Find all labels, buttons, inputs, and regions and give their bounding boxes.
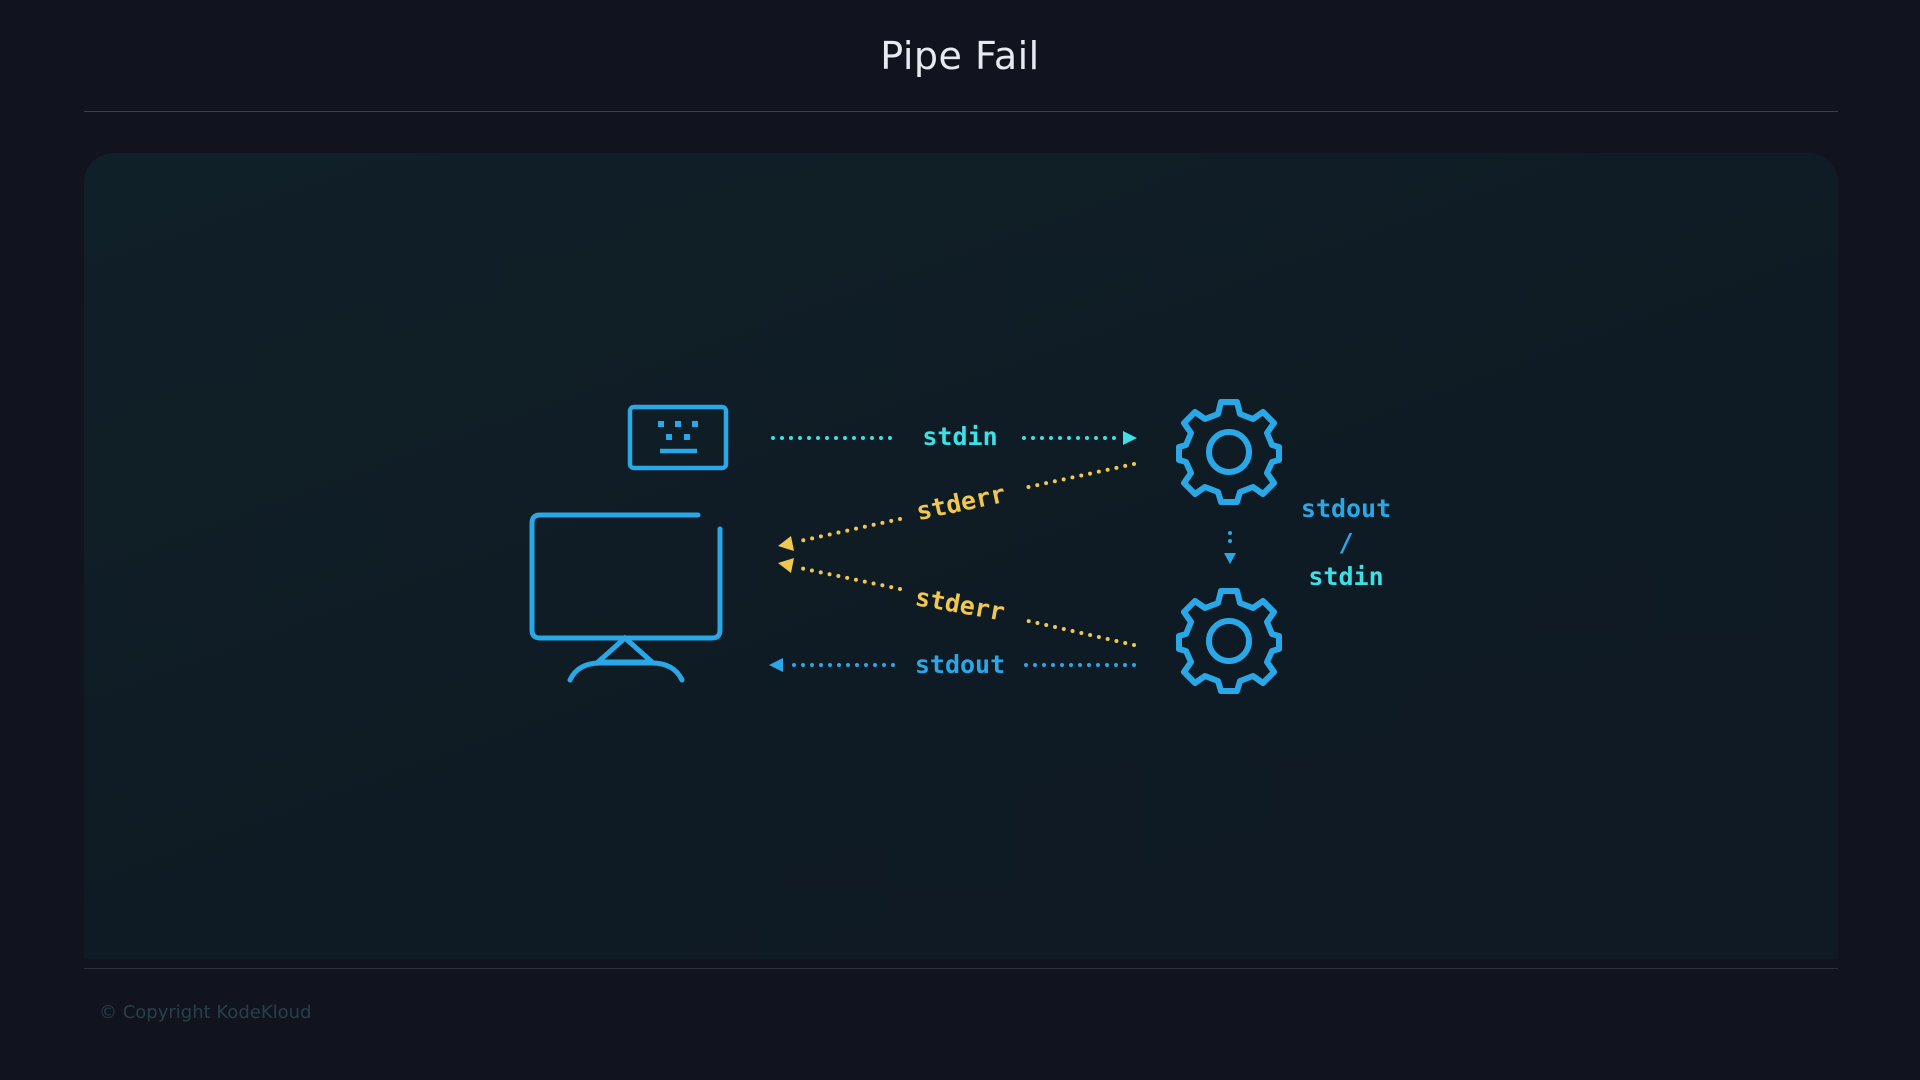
copyright-footer: © Copyright KodeKloud xyxy=(99,1002,312,1023)
pipe-arrowhead xyxy=(1224,553,1236,564)
pipe-slash-label: / xyxy=(1338,528,1353,557)
diagram-panel xyxy=(84,153,1838,959)
stderr-arrow-bottom xyxy=(798,566,1136,647)
page-title: Pipe Fail xyxy=(880,34,1040,78)
pipe-stdin-label: stdin xyxy=(1308,562,1383,591)
stderr-arrowhead-bottom xyxy=(778,558,794,573)
title-divider xyxy=(84,111,1838,112)
keyboard-icon xyxy=(627,404,729,471)
stderr-arrow-top xyxy=(798,462,1136,543)
footer-divider xyxy=(84,968,1838,969)
pipe-stdout-label: stdout xyxy=(1301,494,1391,523)
stdout-label: stdout xyxy=(915,650,1005,679)
stderr-label-top: stderr xyxy=(914,479,1008,526)
stdin-label: stdin xyxy=(922,422,997,451)
stdout-arrowhead xyxy=(769,658,783,672)
stderr-label-bottom: stderr xyxy=(913,582,1007,626)
stdin-arrowhead xyxy=(1123,431,1137,445)
gear-icon xyxy=(1176,588,1282,694)
gear-icon xyxy=(1176,399,1282,505)
monitor-icon xyxy=(529,512,723,683)
stderr-arrowhead-top xyxy=(778,536,794,551)
